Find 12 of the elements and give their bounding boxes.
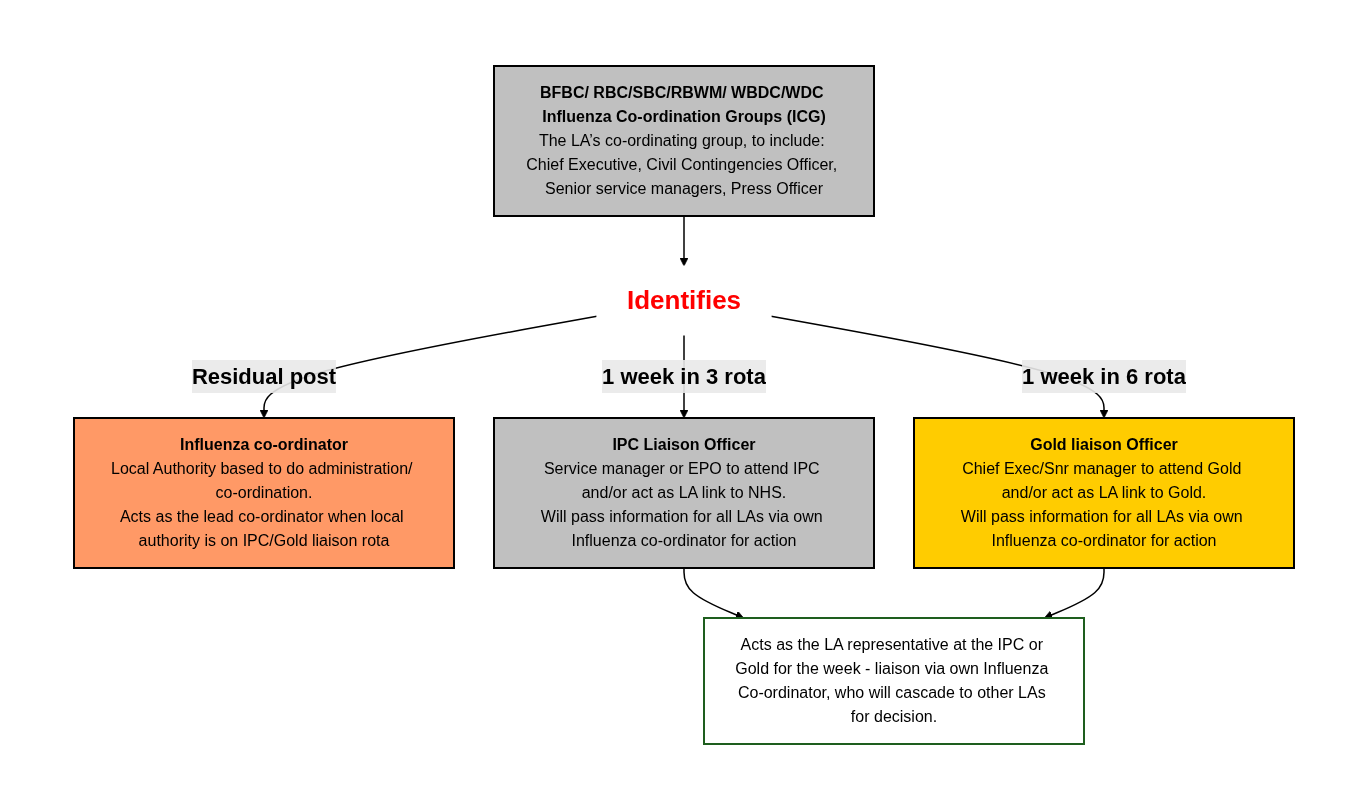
node-box: IPC Liaison Officer Service manager or EPO to attend IPC and/or act as LA link to NHS. Will pass information for all LAs via own Influenza co-ordinator for action [493, 416, 875, 569]
edge-label: 1 week in 6 rota [1022, 363, 1186, 389]
node-text: Identifies [626, 284, 742, 315]
node-box: Influenza co-ordinator Local Authority based to do administration/ co-ordination. Acts as the lead co-ordinator when local authority is on IPC/Gold liaison rota [73, 416, 455, 569]
arrow [683, 566, 745, 619]
node-box: BFBC/ RBC/SBC/RBWM/ WBDC/WDC Influenza Co-ordination Groups (ICG) The LA’s co-ordinating group, to include: Chief Executive, Civil Contingencies Officer, Senior service managers, Press Officer [493, 64, 875, 217]
arrow [1043, 566, 1105, 619]
edge-label: Residual post [191, 363, 337, 389]
node-box: Gold liaison Officer Chief Exec/Snr manager to attend Gold and/or act as LA link to Gold. Will pass information for all LAs via own Influenza co-ordinator for action [913, 416, 1295, 569]
node-box: Acts as the LA representative at the IPC or Gold for the week - liaison via own Influenza Co-ordinator, who will cascade to other LAs for decision. [703, 616, 1085, 745]
arrow [679, 214, 689, 266]
edge-label: 1 week in 3 rota [602, 363, 766, 389]
